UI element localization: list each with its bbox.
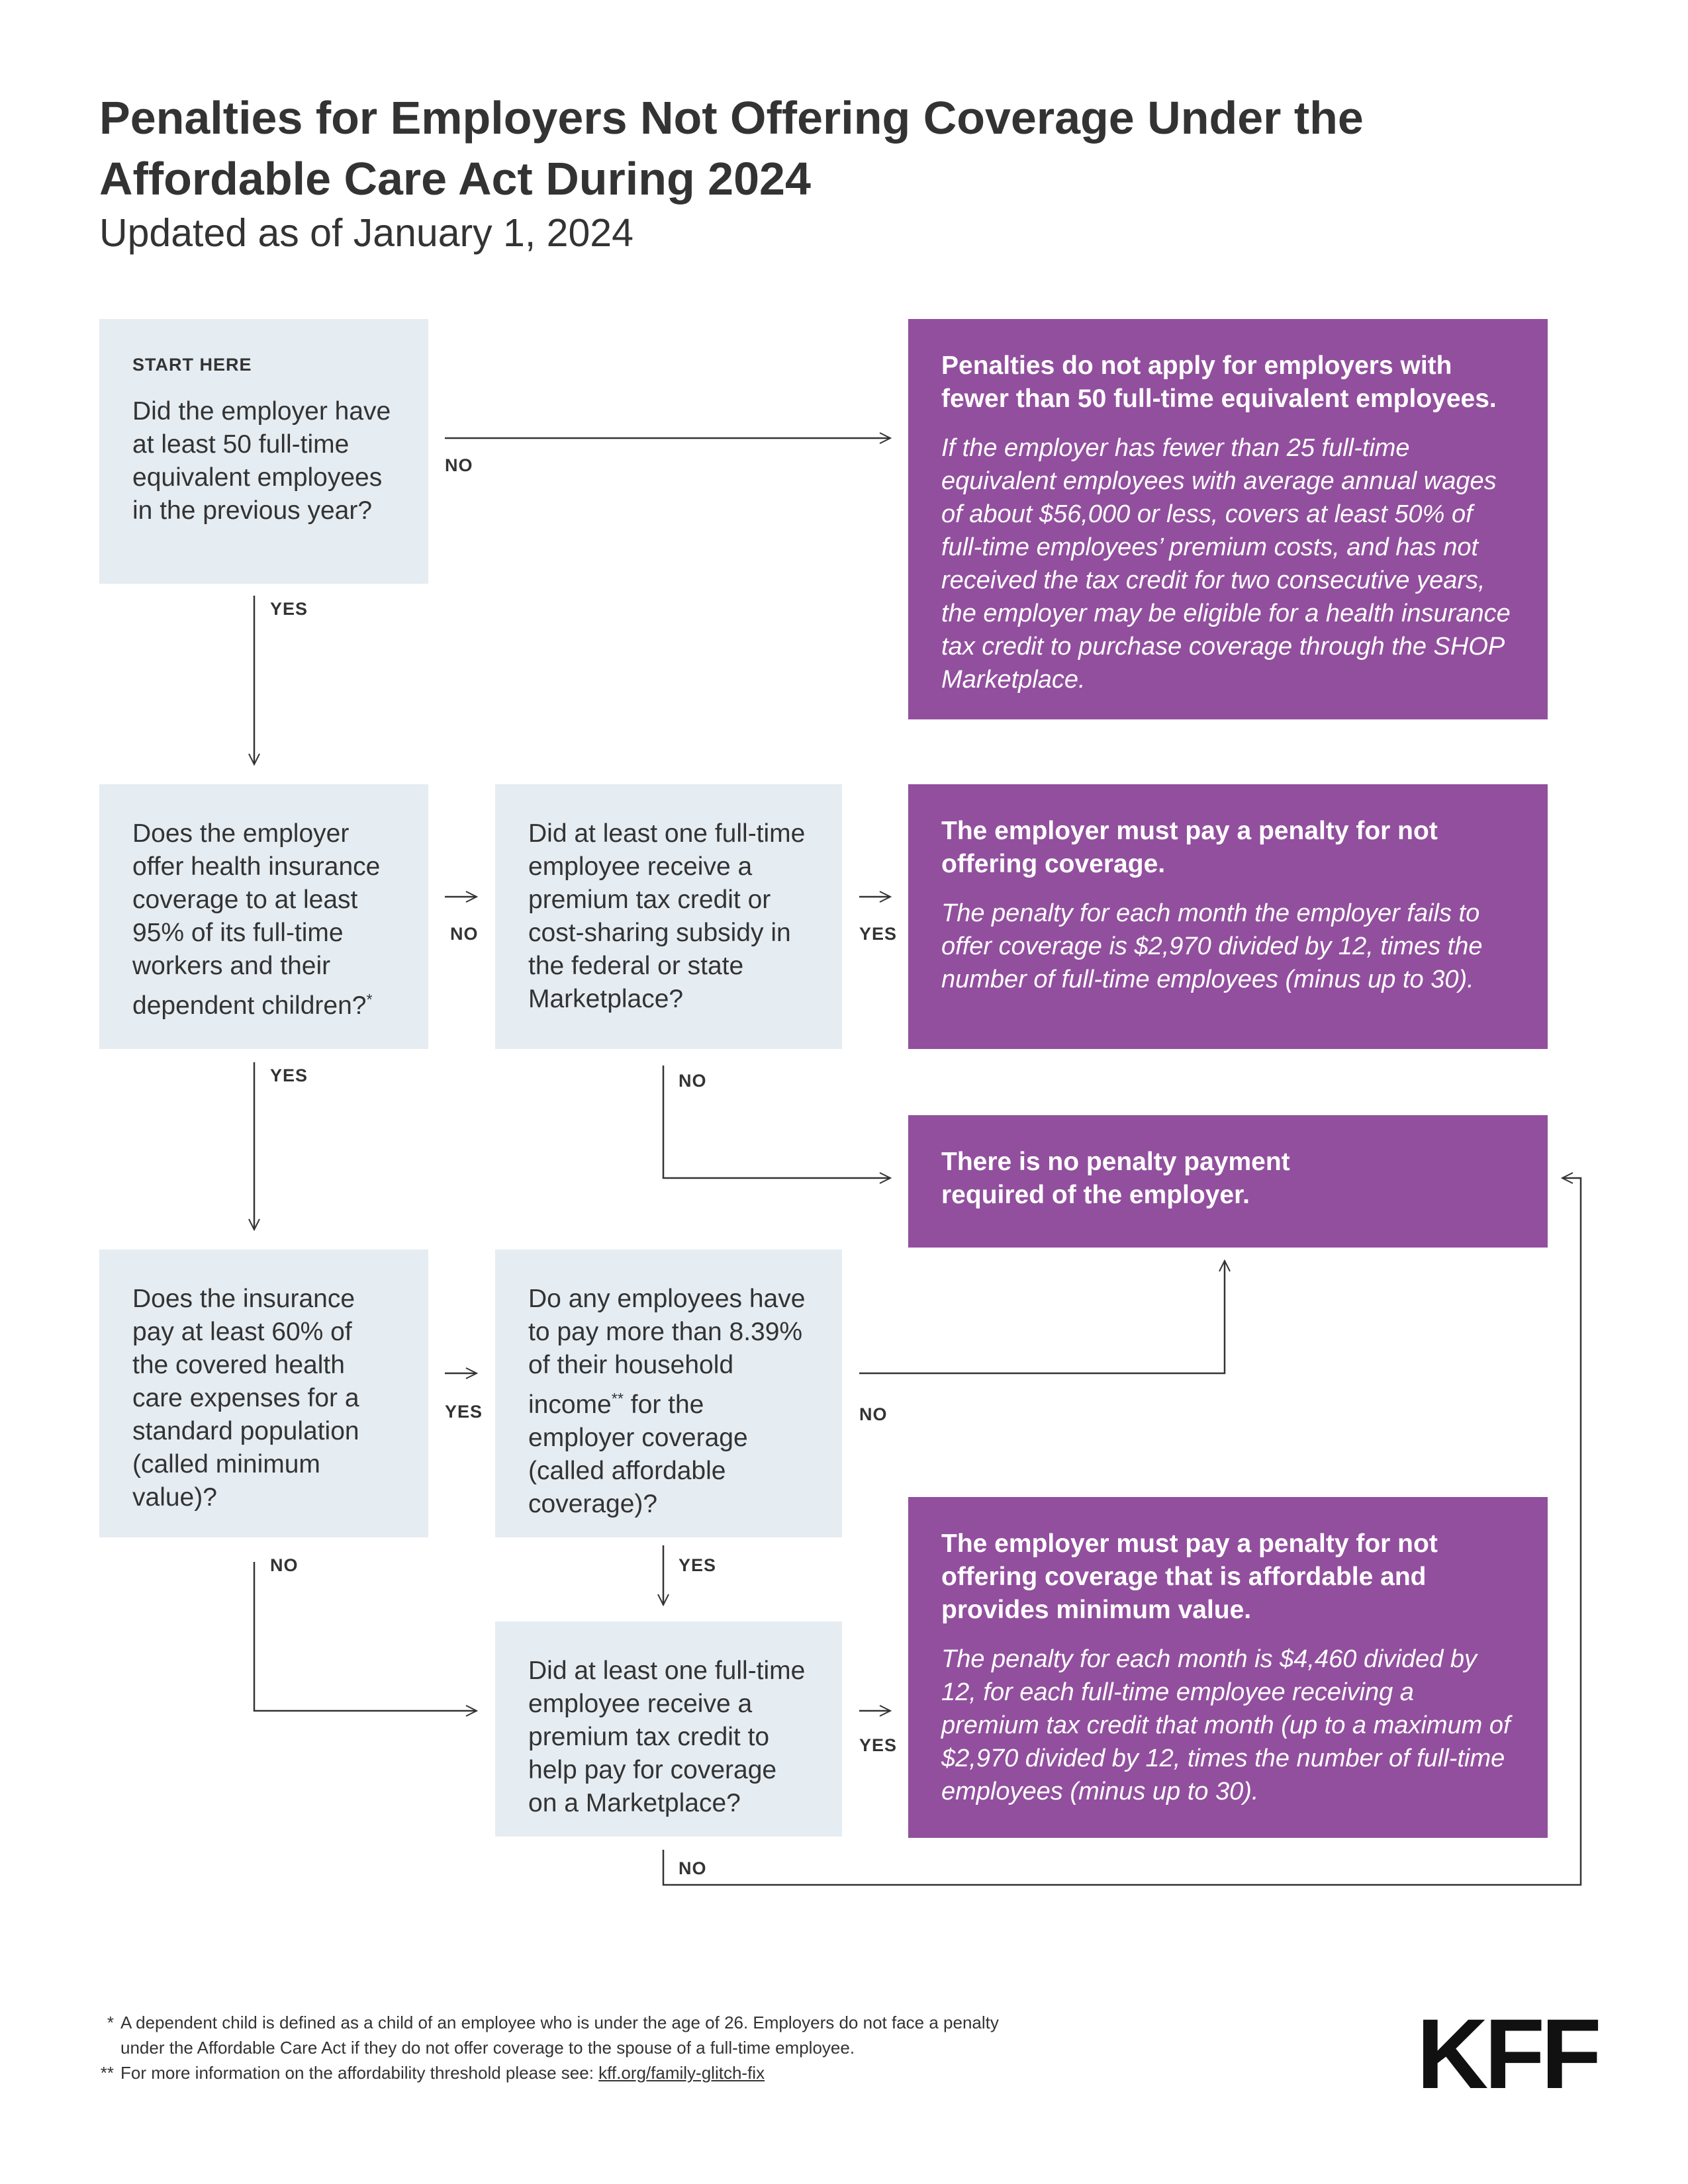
question-text: Did the employer have at least 50 full-t… bbox=[132, 397, 391, 525]
label-no-q6: NO bbox=[679, 1858, 707, 1878]
label-yes-q5: YES bbox=[679, 1555, 717, 1575]
footnote-1-line-1: A dependent child is defined as a child … bbox=[120, 2013, 999, 2032]
result-no-penalty: There is no penalty payment required of … bbox=[908, 1115, 1548, 1248]
footnote-1-line-2: under the Affordable Care Act if they do… bbox=[120, 2038, 855, 2058]
question-minimum-value: Does the insurance pay at least 60% of t… bbox=[99, 1250, 428, 1537]
result-body: The penalty for each month the employer … bbox=[941, 899, 1483, 993]
result-body: The penalty for each month is $4,460 div… bbox=[941, 1645, 1511, 1805]
footnote-2: ** For more information on the affordabil… bbox=[87, 2060, 1147, 2085]
label-no-q3: NO bbox=[679, 1071, 707, 1091]
result-body: If the employer has fewer than 25 full-t… bbox=[941, 434, 1511, 694]
question-text: Does the employer offer health insurance… bbox=[132, 817, 395, 1023]
question-employee-count: START HERE Did the employer have at leas… bbox=[99, 319, 428, 584]
label-no-q2: NO bbox=[450, 924, 479, 944]
question-text-a: Do any employees have to pay more than 8… bbox=[528, 1285, 806, 1419]
question-tax-credit-subsidy: Did at least one full-time employee rece… bbox=[495, 784, 842, 1049]
label-no-q4: NO bbox=[270, 1555, 299, 1575]
label-yes-q4: YES bbox=[445, 1402, 483, 1422]
question-text: Does the insurance pay at least 60% of t… bbox=[132, 1285, 359, 1512]
question-text-b: for the employer coverage (called afford… bbox=[528, 1390, 748, 1518]
footnote-2-text: For more information on the affordabilit… bbox=[120, 2063, 594, 2083]
footnote-2-link[interactable]: kff.org/family-glitch-fix bbox=[598, 2063, 765, 2083]
label-no-q1: NO bbox=[445, 455, 473, 475]
page-subtitle: Updated as of January 1, 2024 bbox=[99, 211, 633, 255]
label-yes-q1: YES bbox=[270, 599, 308, 619]
result-penalty-no-coverage: The employer must pay a penalty for not … bbox=[908, 784, 1548, 1049]
question-offers-coverage: Does the employer offer health insurance… bbox=[99, 784, 428, 1049]
result-heading: There is no penalty payment required of … bbox=[941, 1148, 1290, 1209]
result-heading: The employer must pay a penalty for not … bbox=[941, 817, 1438, 878]
question-text: Do any employees have to pay more than 8… bbox=[528, 1283, 809, 1521]
arrow-q6-no bbox=[662, 1178, 1582, 1886]
result-penalty-unaffordable: The employer must pay a penalty for not … bbox=[908, 1497, 1548, 1838]
question-text-body: Does the employer offer health insurance… bbox=[132, 819, 381, 1020]
kff-logo: KFF bbox=[1417, 1998, 1602, 2109]
arrow-q4-no bbox=[253, 1562, 477, 1711]
label-yes-q3: YES bbox=[859, 924, 898, 944]
label-yes-q6: YES bbox=[859, 1735, 898, 1755]
title-line-2: Affordable Care Act During 2024 bbox=[99, 153, 811, 205]
question-text: Did at least one full-time employee rece… bbox=[528, 819, 806, 1013]
footnote-1: * A dependent child is defined as a child… bbox=[87, 2010, 1147, 2035]
result-heading: The employer must pay a penalty for not … bbox=[941, 1529, 1438, 1624]
footnote-1-mark: * bbox=[107, 2013, 114, 2032]
arrow-q3-no bbox=[662, 1066, 890, 1178]
question-affordability: Do any employees have to pay more than 8… bbox=[495, 1250, 842, 1537]
title-line-1: Penalties for Employers Not Offering Cov… bbox=[99, 92, 1364, 144]
label-no-q5: NO bbox=[859, 1404, 888, 1424]
result-small-employer: Penalties do not apply for employers wit… bbox=[908, 319, 1548, 719]
label-yes-q2: YES bbox=[270, 1066, 308, 1085]
footnotes: * A dependent child is defined as a child… bbox=[87, 2010, 1147, 2085]
start-here-label: START HERE bbox=[132, 355, 252, 375]
footnote-marker: ** bbox=[611, 1390, 624, 1407]
question-text: Did at least one full-time employee rece… bbox=[528, 1657, 806, 1817]
page-title: Penalties for Employers Not Offering Cov… bbox=[99, 87, 1423, 209]
footnote-marker: * bbox=[366, 991, 373, 1008]
question-marketplace-credit: Did at least one full-time employee rece… bbox=[495, 1621, 842, 1837]
result-heading: Penalties do not apply for employers wit… bbox=[941, 351, 1497, 413]
arrow-q5-no bbox=[859, 1261, 1225, 1375]
footnote-2-mark: ** bbox=[100, 2063, 114, 2083]
